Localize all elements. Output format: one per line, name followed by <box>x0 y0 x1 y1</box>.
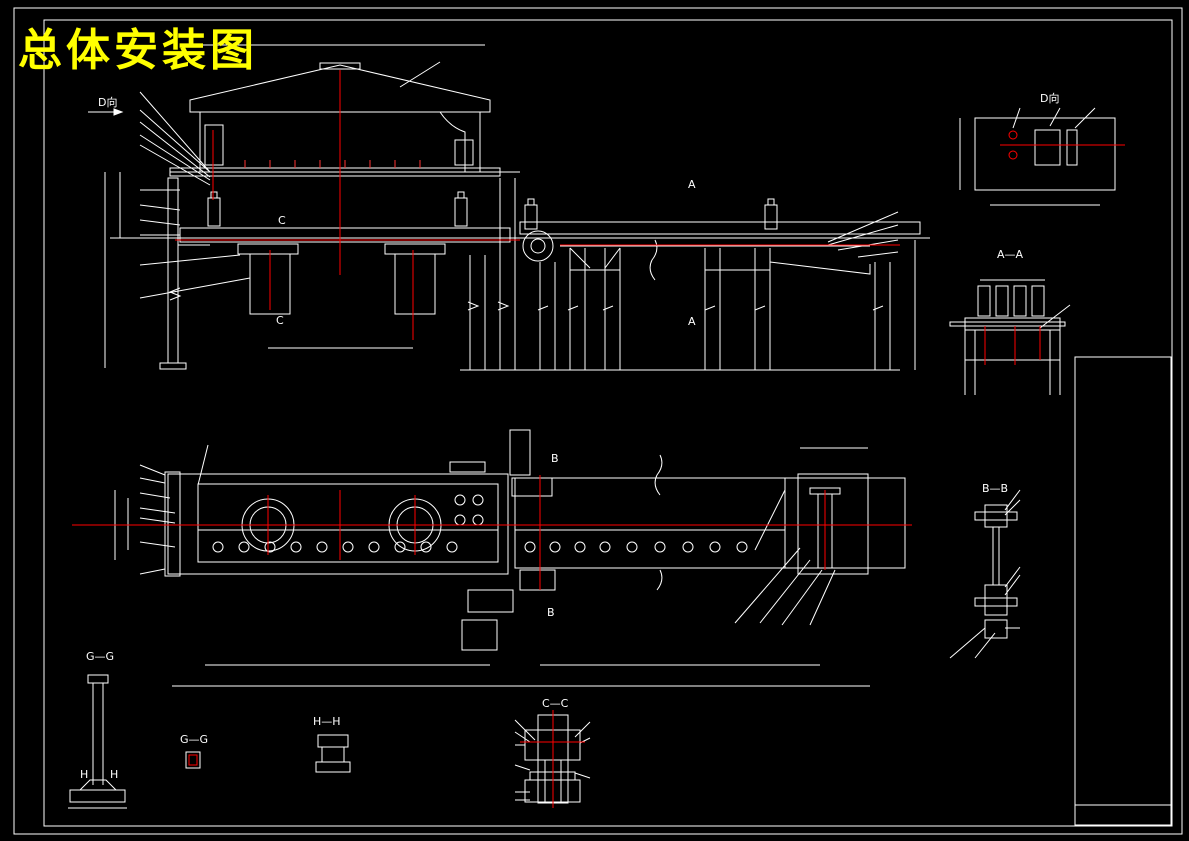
front-centerlines <box>175 70 900 340</box>
view-d-label-2: D向 <box>1040 92 1060 105</box>
section-hh-label: H—H <box>313 715 341 728</box>
section-cc-label: C—C <box>542 697 569 710</box>
bom-outline <box>1074 356 1172 826</box>
cut-a-bottom: A <box>688 315 696 328</box>
view-d-arrow <box>88 108 124 116</box>
section-gg-small-label: G—G <box>180 733 209 746</box>
front-elevation <box>104 44 930 371</box>
section-a-a <box>949 279 1071 395</box>
view-d <box>959 107 1116 206</box>
cut-b-bottom: B <box>547 606 555 619</box>
section-h-h <box>315 734 351 773</box>
plan-view <box>114 429 906 687</box>
section-b-b <box>949 489 1021 659</box>
section-gg-label: G—G <box>86 650 115 663</box>
outer-border <box>13 7 1183 835</box>
plan-centerlines <box>72 475 912 590</box>
drawing-title: 总体安装图 <box>18 25 258 76</box>
cut-c-bottom: C <box>276 314 284 327</box>
section-g-g-small <box>185 751 201 769</box>
section-aa-label: A—A <box>997 248 1024 261</box>
cut-a-top: A <box>688 178 696 191</box>
h-cut-left: H <box>80 768 89 781</box>
h-cut-right: H <box>110 768 119 781</box>
section-g-g <box>68 674 127 809</box>
section-bb-label: B—B <box>982 482 1009 495</box>
view-d-label: D向 <box>98 96 118 109</box>
cut-c-top: C <box>278 214 286 227</box>
inner-border <box>43 19 1173 827</box>
cut-b-top: B <box>551 452 559 465</box>
